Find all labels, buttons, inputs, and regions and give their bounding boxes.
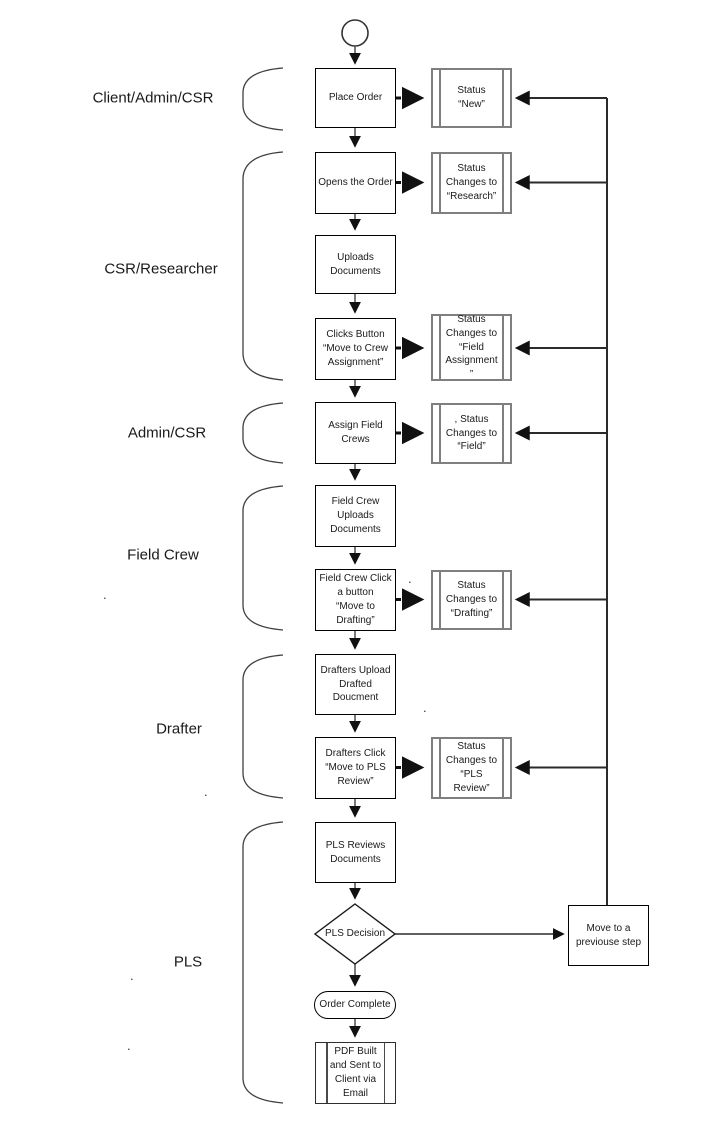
status-box-new: Status “New” — [431, 68, 512, 128]
status-right-bar — [502, 739, 504, 797]
process-box-opens-order: Opens the Order — [315, 152, 396, 214]
stray-period: . — [423, 700, 427, 715]
pdf-built-label: PDF Built and Sent to Client via Email — [329, 1046, 382, 1099]
role-label-drafter: Drafter — [156, 720, 202, 738]
predefined-left-bar — [326, 1043, 328, 1103]
stray-period: . — [127, 1038, 131, 1053]
stray-period: . — [408, 571, 412, 586]
predefined-box-pdf-built: PDF Built and Sent to Client via Email — [315, 1042, 396, 1104]
role-label-admin-csr: Admin/CSR — [127, 424, 207, 442]
role-label-csr-researcher: CSR/Researcher — [104, 260, 218, 278]
stray-period: . — [130, 968, 134, 983]
status-left-bar — [439, 572, 441, 628]
predefined-right-bar — [383, 1043, 385, 1103]
status-box-pls-review: Status Changes to “PLS Review” — [431, 737, 512, 799]
status-left-bar — [439, 405, 441, 462]
status-left-bar — [439, 316, 441, 379]
process-box-move-previous: Move to a previouse step — [568, 905, 649, 966]
dashed-status-arrows — [396, 86, 425, 779]
feedback-loop — [514, 90, 608, 905]
status-research-label: Status Changes to “Research” — [445, 163, 498, 202]
start-circle — [341, 19, 369, 47]
role-label-pls: PLS — [173, 953, 203, 971]
status-right-bar — [502, 70, 504, 126]
status-drafting-label: Status Changes to “Drafting” — [445, 580, 498, 619]
stray-period: . — [204, 784, 208, 799]
status-field-assignment-label: Status Changes to “Field Assignment ” — [445, 314, 498, 381]
process-box-drafters-click: Drafters Click “Move to PLS Review” — [315, 737, 396, 799]
status-box-drafting: Status Changes to “Drafting” — [431, 570, 512, 630]
status-right-bar — [502, 154, 504, 212]
process-box-assign-field-crews: Assign Field Crews — [315, 402, 396, 464]
stray-period: . — [103, 587, 107, 602]
decision-diamond — [313, 903, 397, 965]
status-box-field: , Status Changes to “Field” — [431, 403, 512, 464]
status-left-bar — [439, 154, 441, 212]
status-right-bar — [502, 405, 504, 462]
role-label-field-crew: Field Crew — [127, 546, 199, 564]
status-right-bar — [502, 316, 504, 379]
status-box-research: Status Changes to “Research” — [431, 152, 512, 214]
status-pls-review-label: Status Changes to “PLS Review” — [445, 741, 498, 794]
process-box-uploads-documents: Uploads Documents — [315, 235, 396, 294]
process-box-field-crew-uploads: Field Crew Uploads Documents — [315, 485, 396, 547]
decision-label: PLS Decision — [324, 928, 386, 940]
status-left-bar — [439, 739, 441, 797]
status-new-label: Status “New” — [457, 85, 486, 110]
terminator-order-complete: Order Complete — [314, 991, 396, 1019]
process-box-field-crew-click: Field Crew Click a button “Move to Draft… — [315, 569, 396, 631]
status-right-bar — [502, 572, 504, 628]
process-box-place-order: Place Order — [315, 68, 396, 128]
status-box-field-assignment: Status Changes to “Field Assignment ” — [431, 314, 512, 381]
role-braces — [242, 67, 284, 1104]
status-field-label: , Status Changes to “Field” — [445, 413, 498, 453]
process-box-drafters-upload: Drafters Upload Drafted Doucment — [315, 654, 396, 715]
process-box-clicks-button-crew: Clicks Button “Move to Crew Assignment” — [315, 318, 396, 380]
status-left-bar — [439, 70, 441, 126]
process-box-pls-reviews: PLS Reviews Documents — [315, 822, 396, 883]
role-label-client-admin-csr: Client/Admin/CSR — [92, 89, 214, 107]
